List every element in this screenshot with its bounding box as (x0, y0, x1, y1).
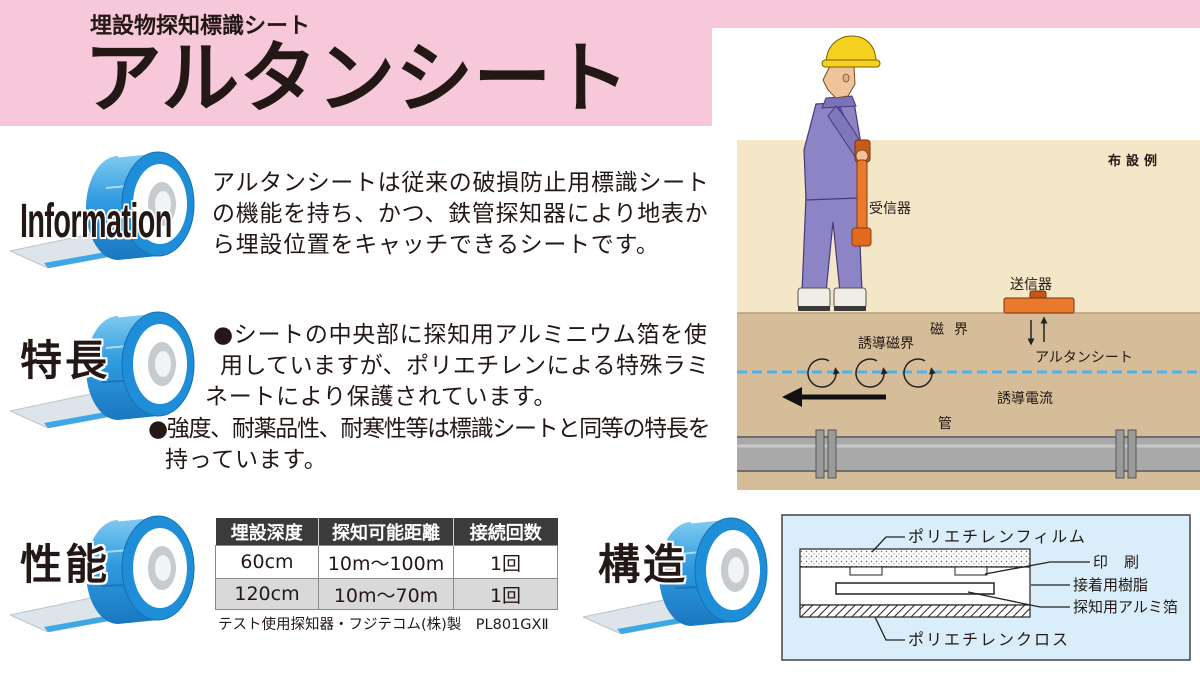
feature-line: 持っています。 (165, 447, 328, 473)
foil-layer (835, 582, 995, 595)
print-mark (849, 566, 883, 576)
feature-line: ネートにより保護されています。 (205, 384, 558, 410)
induced-field-label: 誘導磁界 (858, 336, 914, 352)
table-row: 60cm 10m〜100m 1回 (215, 545, 558, 579)
section-label-performance: 性能 (20, 540, 111, 589)
table-cell: 1回 (453, 578, 558, 610)
column-header-depth: 埋設深度 (215, 518, 319, 546)
table-cell: 1回 (453, 545, 558, 579)
illustration-caption: 布設例 (1108, 153, 1162, 169)
section-label-structure: 構造 (598, 540, 689, 589)
table-cell: 10m〜100m (318, 545, 454, 579)
column-header-range: 探知可能距離 (318, 518, 454, 546)
leader-line (967, 591, 1070, 608)
performance-table: 埋設深度 探知可能距離 接続回数 60cm 10m〜100m 1回 120cm … (215, 518, 558, 610)
table-cell: 10m〜70m (318, 578, 454, 610)
information-text: アルタンシートは従来の破損防止用標識シート の機能を持ち、かつ、鉄管探知器により… (212, 168, 709, 261)
section-label-features: 特長 (20, 336, 111, 385)
transmitter-device (1003, 290, 1075, 314)
performance-note: テスト使用探知器・フジテコム(株)製 PL801GXⅡ (218, 617, 549, 633)
table-cell: 120cm (215, 578, 319, 610)
leader-line (871, 536, 905, 553)
cloth-label: ポリエチレンクロス (908, 630, 1070, 649)
table-cell: 60cm (215, 545, 319, 579)
information-line: アルタンシートは従来の破損防止用標識シート (212, 170, 710, 196)
feature-line: ●強度、耐薬品性、耐寒性等は標識シートと同等の特長を (148, 416, 711, 442)
print-label: 印刷 (1093, 553, 1155, 571)
structure-diagram: ポリエチレンフィルム 印刷 接着用樹脂 探知用アルミ箔 ポリエチレンクロス (781, 514, 1191, 661)
foil-label: 探知用アルミ箔 (1073, 598, 1178, 616)
sheet-label: アルタンシート (1035, 350, 1133, 366)
header-band (0, 0, 712, 126)
feature-line: ●シートの中央部に探知用アルミニウム箔を使 (213, 322, 708, 348)
feature-line: 用していますが、ポリエチレンによる特殊ラミ (220, 353, 710, 379)
magnetic-field-arrows (1027, 316, 1048, 346)
transmitter-label: 送信器 (1010, 277, 1052, 293)
information-line: ら埋設位置をキャッチできるシートです。 (212, 232, 660, 258)
induced-field-circles (807, 358, 936, 388)
receiver-label: 受信器 (869, 201, 911, 217)
adhesive-label: 接着用樹脂 (1073, 576, 1148, 594)
page-subtitle: 埋設物探知標識シート (90, 14, 311, 39)
pipe-coupling (1115, 429, 1137, 479)
film-label: ポリエチレンフィルム (908, 527, 1087, 546)
induced-current-arrow (782, 387, 886, 407)
table-row: 120cm 10m〜70m 1回 (215, 578, 558, 610)
magnetic-field-label: 磁界 (930, 322, 978, 338)
leader-line (874, 616, 905, 641)
section-label-information: Information (20, 195, 172, 248)
film-layer (799, 548, 1031, 568)
pipe-label: 管 (938, 416, 952, 432)
page-title: アルタンシート (84, 34, 630, 124)
installation-illustration: 布設例 受信器 送信器 磁界 誘導磁界 アルタンシート 誘導電流 管 (737, 35, 1200, 490)
column-header-connections: 接続回数 (453, 518, 558, 546)
cloth-layer (799, 604, 1031, 618)
information-line: の機能を持ち、かつ、鉄管探知器により地表か (212, 201, 709, 227)
print-mark (954, 566, 988, 576)
pipe-coupling (815, 429, 837, 479)
receiver-device (851, 139, 872, 247)
induced-current-label: 誘導電流 (997, 391, 1053, 407)
table-header-row: 埋設深度 探知可能距離 接続回数 (215, 518, 558, 546)
leader-line (984, 561, 1090, 575)
